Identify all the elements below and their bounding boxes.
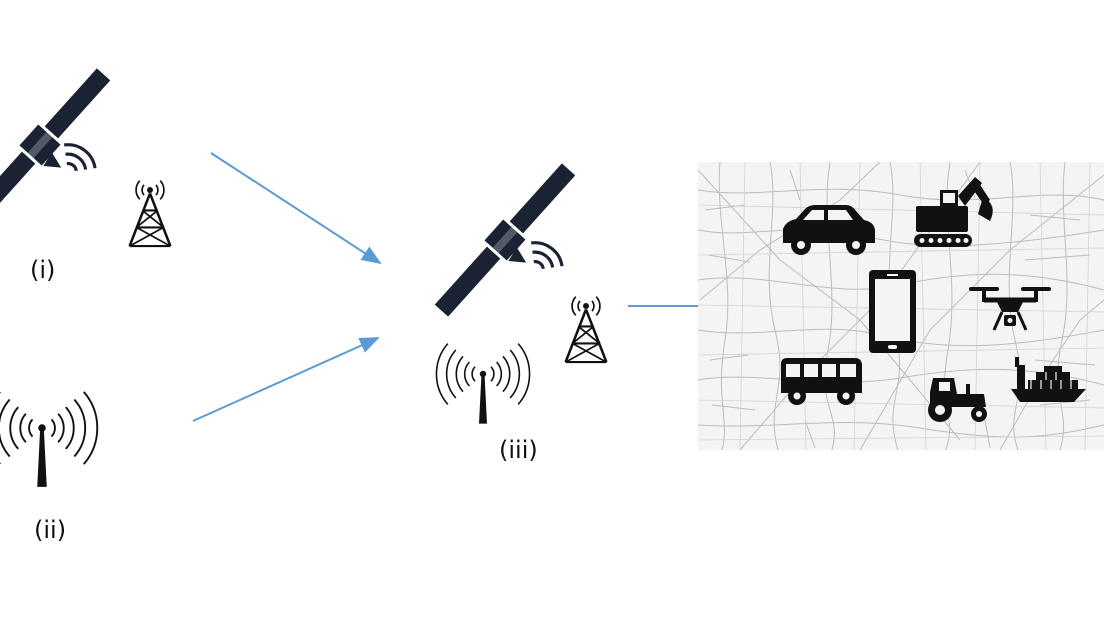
- cell-tower-icon: [128, 179, 172, 248]
- satellite-icon: [430, 159, 593, 333]
- map-panel: [698, 162, 1104, 450]
- label-group-i: (i): [30, 256, 56, 284]
- cell-tower-icon: [564, 295, 608, 364]
- smartphone-icon: [869, 270, 916, 353]
- label-group-ii: (ii): [34, 516, 67, 544]
- signal-waves-icon: [62, 139, 97, 174]
- arrow-ii-to-iii: [192, 337, 380, 422]
- arrow-i-to-iii: [210, 152, 382, 265]
- ship-icon: [1011, 357, 1086, 402]
- car-icon: [783, 205, 875, 255]
- signal-waves-icon: [529, 237, 564, 272]
- satellite-icon: [0, 64, 128, 238]
- radio-antenna-icon: [0, 390, 99, 488]
- label-group-iii: (iii): [499, 436, 538, 464]
- tractor-icon: [928, 378, 987, 422]
- group-ii: [0, 390, 99, 488]
- group-i: [0, 64, 172, 248]
- group-iii: [430, 159, 608, 425]
- drone-icon: [969, 287, 1051, 331]
- excavator-icon: [914, 177, 993, 247]
- radio-antenna-icon: [435, 342, 531, 425]
- bus-icon: [781, 358, 862, 405]
